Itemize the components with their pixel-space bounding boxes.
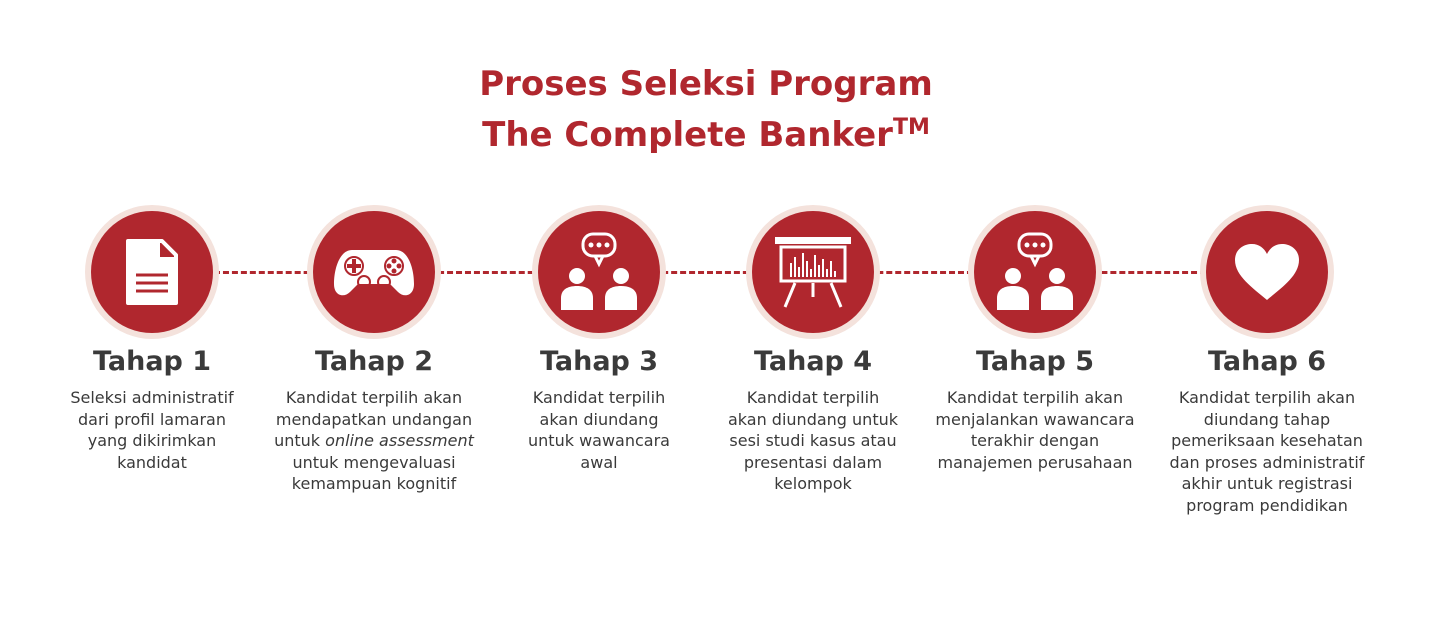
step-5-title: Tahap 5 — [975, 346, 1095, 377]
step-3-title: Tahap 3 — [539, 346, 659, 377]
step-4-description: Kandidat terpilih akan diundang untuk se… — [703, 387, 923, 495]
dashed-connector-line — [214, 271, 1206, 274]
step-5: Tahap 5 Kandidat terpilih akan menjalank… — [925, 205, 1145, 473]
step-6: Tahap 6 Kandidat terpilih akan diundang … — [1157, 205, 1377, 516]
step-5-desc-line: terakhir dengan — [970, 431, 1100, 450]
step-2-desc-line: kemampuan kognitif — [291, 474, 457, 493]
step-1-desc-line: dari profil lamaran — [77, 409, 226, 429]
step-2: Tahap 2 Kandidat terpilih akan mendapatk… — [264, 205, 484, 495]
step-2-desc-line: mendapatkan undangan — [275, 409, 473, 429]
title-line-2-text: The Complete Banker — [482, 115, 893, 155]
gamepad-icon — [334, 250, 414, 296]
step-5-desc-line: manajemen perusahaan — [937, 452, 1133, 472]
step-2-desc-emphasis: online assessment — [325, 431, 474, 450]
title-line-2: The Complete BankerTM — [0, 106, 1412, 157]
step-2-icon-circle — [313, 211, 435, 333]
title-line-1: Proses Seleksi Program — [479, 64, 933, 104]
step-6-desc-line: diundang tahap — [1203, 409, 1331, 429]
step-4-icon-circle — [752, 211, 874, 333]
diagram-title: Proses Seleksi Program The Complete Bank… — [0, 62, 1412, 157]
step-5-icon-circle — [974, 211, 1096, 333]
step-3-desc-line: untuk wawancara — [528, 431, 670, 450]
step-3: Tahap 3 Kandidat terpilih akan diundang … — [489, 205, 709, 473]
step-1-title: Tahap 1 — [92, 346, 212, 377]
step-1-desc-line: kandidat — [117, 452, 187, 472]
step-6-desc-line: pemeriksaan kesehatan — [1171, 431, 1363, 450]
document-icon — [126, 239, 178, 305]
step-6-title: Tahap 6 — [1207, 346, 1327, 377]
step-4: Tahap 4 Kandidat terpilih akan diundang … — [703, 205, 923, 495]
step-1-description: Seleksi administratif dari profil lamara… — [42, 387, 262, 473]
step-1-icon-halo — [85, 205, 219, 339]
step-4-desc-line: kelompok — [774, 474, 852, 493]
conversation-icon — [561, 232, 637, 310]
trademark-mark: TM — [892, 115, 930, 140]
conversation-icon — [997, 232, 1073, 310]
step-4-icon-halo — [746, 205, 880, 339]
step-3-desc-line: akan diundang — [539, 409, 659, 429]
step-3-desc-line: awal — [580, 452, 618, 472]
step-2-desc-fragment: untuk — [274, 431, 326, 450]
step-2-desc-line: untuk mengevaluasi — [292, 452, 456, 472]
heart-icon — [1235, 244, 1299, 300]
step-1-desc-line: yang dikirimkan — [87, 431, 217, 450]
step-2-desc-line: untuk online assessment — [268, 430, 480, 452]
step-6-desc-line: Kandidat terpilih akan — [1178, 388, 1356, 407]
step-3-icon-halo — [532, 205, 666, 339]
step-4-desc-line: presentasi dalam — [743, 452, 883, 472]
step-3-icon-circle — [538, 211, 660, 333]
step-3-description: Kandidat terpilih akan diundang untuk wa… — [489, 387, 709, 473]
step-2-desc-line: Kandidat terpilih akan — [285, 388, 463, 407]
step-4-desc-line: sesi studi kasus atau — [729, 431, 897, 450]
step-6-description: Kandidat terpilih akan diundang tahap pe… — [1157, 387, 1377, 516]
step-4-desc-line: Kandidat terpilih — [746, 388, 880, 407]
step-4-title: Tahap 4 — [753, 346, 873, 377]
step-5-description: Kandidat terpilih akan menjalankan wawan… — [925, 387, 1145, 473]
step-1: Tahap 1 Seleksi administratif dari profi… — [42, 205, 262, 473]
step-2-icon-halo — [307, 205, 441, 339]
step-5-desc-line: menjalankan wawancara — [935, 409, 1135, 429]
step-2-description: Kandidat terpilih akan mendapatkan undan… — [264, 387, 484, 495]
step-4-desc-line: akan diundang untuk — [727, 409, 898, 429]
step-5-desc-line: Kandidat terpilih akan — [946, 388, 1124, 407]
step-5-icon-halo — [968, 205, 1102, 339]
step-3-desc-line: Kandidat terpilih — [532, 388, 666, 407]
step-6-icon-circle — [1206, 211, 1328, 333]
presentation-board-icon — [775, 237, 851, 308]
step-6-icon-halo — [1200, 205, 1334, 339]
step-6-desc-line: program pendidikan — [1186, 495, 1348, 515]
step-1-desc-line: Seleksi administratif — [70, 388, 234, 407]
step-2-title: Tahap 2 — [314, 346, 434, 377]
step-1-icon-circle — [91, 211, 213, 333]
step-6-desc-line: akhir untuk registrasi — [1181, 474, 1353, 493]
step-6-desc-line: dan proses administratif — [1169, 452, 1365, 472]
